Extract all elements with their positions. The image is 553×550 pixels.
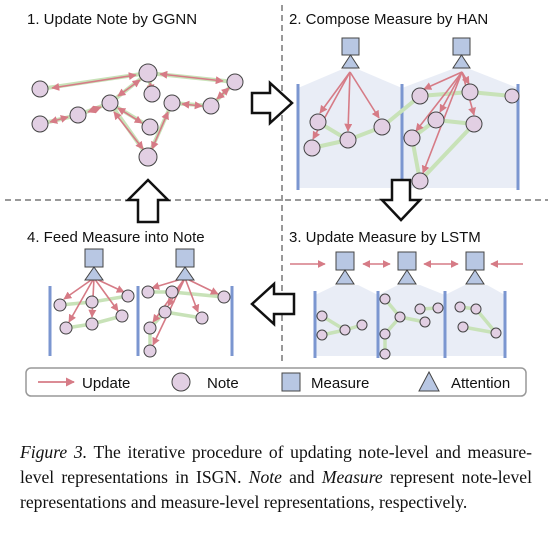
arrow-down-icon [379,178,423,222]
caption-note-word: Note [248,467,282,487]
caption-label: Figure 3. [20,442,88,462]
panel4-title: 4. Feed Measure into Note [27,229,205,246]
figure-caption: Figure 3. The iterative procedure of upd… [20,440,532,515]
arrow-right-icon [250,80,294,126]
legend: Update Note Measure Attention [25,367,527,397]
caption-text-3: represent note-level representations and… [20,467,532,512]
legend-update-label: Update [82,375,130,392]
panel3-lstm [290,251,523,360]
arrow-up-icon [124,178,172,224]
panel4-feed [48,248,234,358]
legend-note-label: Note [207,375,239,392]
caption-text-1: The iterative procedure of updating note… [20,442,532,487]
measure-icon [281,372,301,392]
panel2-han [296,37,520,190]
legend-measure-label: Measure [311,375,369,392]
note-icon [171,372,191,392]
legend-attention-label: Attention [451,375,510,392]
panel1-graph [31,63,244,167]
panel3-title: 3. Update Measure by LSTM [289,229,481,246]
caption-measure-word: Measure [321,467,383,487]
attention-icon [418,370,440,392]
isgn-diagram: 1. Update Note by GGNN 2. Compose Measur… [5,5,548,397]
panel1-title: 1. Update Note by GGNN [27,11,197,28]
caption-text-2: and [281,467,322,487]
panel2-title: 2. Compose Measure by HAN [289,11,488,28]
arrow-left-icon [250,281,296,327]
